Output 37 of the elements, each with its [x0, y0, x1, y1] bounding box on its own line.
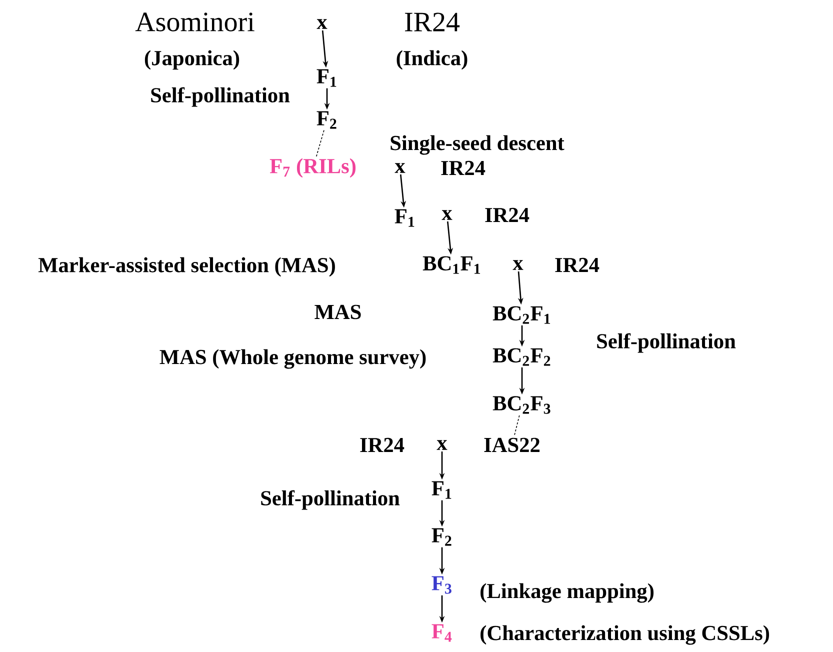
label-text: IR24 [485, 208, 530, 222]
generation-label: F$_{3}$ [432, 576, 452, 594]
label-text: Single-seed descent [390, 135, 564, 155]
note-text: (Linkage mapping) [480, 583, 654, 603]
label-text: MAS (Whole genome survey) [160, 349, 426, 369]
generation-label: F$_{2}$ [432, 528, 452, 546]
label-text: IR24 [360, 438, 404, 452]
generation-label: x [436, 440, 448, 450]
label-text: (Indica) [396, 50, 468, 70]
generation-label: x [512, 260, 524, 270]
generation-label: F$_{7}$ (RILs) [270, 158, 356, 178]
generation-label: x [394, 163, 406, 173]
note-text: (Characterization using CSSLs) [480, 625, 770, 645]
generation-label: x [442, 210, 452, 220]
generation-label: BC$_{1}$F$_{1}$ [422, 256, 480, 274]
generation-label: BC$_{2}$F$_{3}$ [492, 396, 550, 414]
dotted-line [514, 415, 520, 437]
generation-label: F$_{4}$ [432, 624, 452, 642]
label-text: IR24 [405, 12, 460, 32]
label-text: Self-pollination [151, 87, 290, 107]
generation-label: F$_{1}$ [394, 209, 414, 227]
label-text: MAS [314, 304, 361, 320]
label-text: (Japonica) [144, 50, 240, 70]
dotted-line [316, 130, 324, 158]
generation-label: F$_{2}$ [316, 111, 336, 129]
generation-label: IAS22 [484, 438, 540, 452]
generation-label: BC$_{2}$F$_{2}$ [492, 348, 550, 366]
label-text: IR24 [555, 258, 600, 272]
label-text: Asominori [135, 12, 254, 32]
generation-label: BC$_{2}$F$_{1}$ [492, 306, 550, 324]
label-text: Self-pollination [261, 490, 400, 510]
label-text: Marker-assisted selection (MAS) [38, 257, 335, 277]
generation-label: F$_{1}$ [316, 69, 336, 87]
label-text: IR24 [441, 160, 486, 176]
generation-label: F$_{1}$ [432, 481, 452, 499]
label-text: Self-pollination [597, 333, 736, 353]
generation-label: x [316, 19, 328, 29]
